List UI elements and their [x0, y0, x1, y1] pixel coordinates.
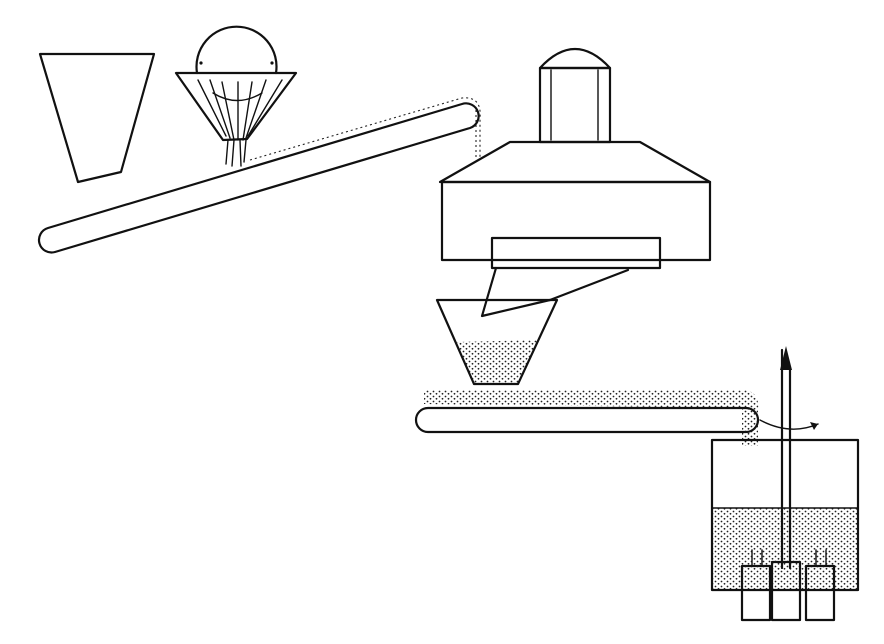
- agitated-tank: [710, 346, 860, 622]
- processing-unit: [438, 47, 712, 318]
- inclined-conveyor: [37, 97, 481, 254]
- horizontal-conveyor: [414, 390, 760, 446]
- collecting-hopper: [435, 298, 559, 386]
- charged-hopper: [174, 25, 298, 167]
- empty-hopper: [38, 52, 156, 184]
